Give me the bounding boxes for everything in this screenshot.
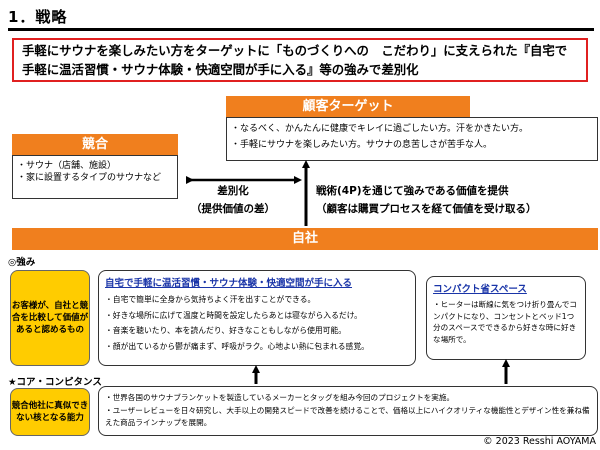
competitor-box: ・サウナ（店舗、施設） ・家に設置するタイプのサウナなど (12, 155, 178, 199)
target-item: ・手軽にサウナを楽しみたい方。サウナの息苦しさが苦手な人。 (231, 140, 493, 150)
strategy-label: 戦術(4P)を通じて強みである価値を提供 （顧客は購買プロセスを経て価値を受け取… (316, 185, 537, 215)
list-item: ・顔が出ているから鬱が痛まず、呼吸がラク。心地よい熱に包まれる感覚。 (105, 341, 369, 351)
competitor-header: 競合 (12, 134, 178, 156)
core-competence-side-note: 競合他社に真似できない核となる能力 (10, 388, 90, 436)
core-competence-box: ・世界各国のサウナブランケットを製造しているメーカーとタッグを組み今回のプロジェ… (98, 386, 598, 436)
competitor-item: ・家に設置するタイプのサウナなど (17, 173, 162, 183)
strengths-main-box: 自宅で手軽に温活習慣・サウナ体験・快適空間が手に入る ・自宅で簡単に全身から気持… (98, 270, 416, 366)
compact-text: ・ヒーターは断線に気をつけ折り畳んでコンパクトになり、コンセントとベッド1つ分の… (433, 300, 577, 344)
compact-box: コンパクト省スペース ・ヒーターは断線に気をつけ折り畳んでコンパクトになり、コン… (426, 276, 586, 360)
list-item: ・好きな場所に広げて温度と時間を設定したらあとは寝ながら入るだけ。 (105, 310, 362, 320)
title-divider (8, 28, 594, 31)
copyright-notice: © 2023 Resshi AOYAMA (483, 436, 596, 447)
page-title: 1．戦略 (8, 8, 68, 26)
list-item: ・音楽を聴いたり、本を読んだり、好きなこともしながら使用可能。 (105, 326, 347, 335)
own-company-header: 自社 (12, 228, 598, 250)
core-competence-label: ★コア・コンピタンス (8, 377, 102, 388)
list-item: ・自宅で簡単に全身から気持ちよく汗を出すことができる。 (105, 295, 316, 304)
target-item: ・なるべく、かんたんに健康でキレイに過ごしたい方。汗をかきたい方。 (231, 124, 529, 134)
competitor-item: ・サウナ（店舗、施設） (17, 161, 117, 171)
strengths-side-note: お客様が、自社と競合を比較して価値があると認めるもの (10, 270, 90, 366)
customer-target-box: ・なるべく、かんたんに健康でキレイに過ごしたい方。汗をかきたい方。 ・手軽にサウ… (226, 117, 598, 161)
differentiation-label: 差別化 （提供価値の差） (191, 185, 275, 215)
strengths-main-title: 自宅で手軽に温活習慣・サウナ体験・快適空間が手に入る (105, 278, 353, 289)
strategy-headline: 手軽にサウナを楽しみたい方をターゲットに「ものづくりへの こだわり」に支えられた… (12, 38, 588, 82)
customer-target-header: 顧客ターゲット (226, 96, 470, 118)
strengths-label: ◎強み (8, 257, 36, 268)
compact-title: コンパクト省スペース (433, 284, 527, 295)
list-item: ・ユーザーレビューを日々研究し、大手以上の開発スピードで改善を続けることで、価格… (105, 405, 590, 428)
list-item: ・世界各国のサウナブランケットを製造しているメーカーとタッグを組み今回のプロジェ… (105, 393, 455, 402)
